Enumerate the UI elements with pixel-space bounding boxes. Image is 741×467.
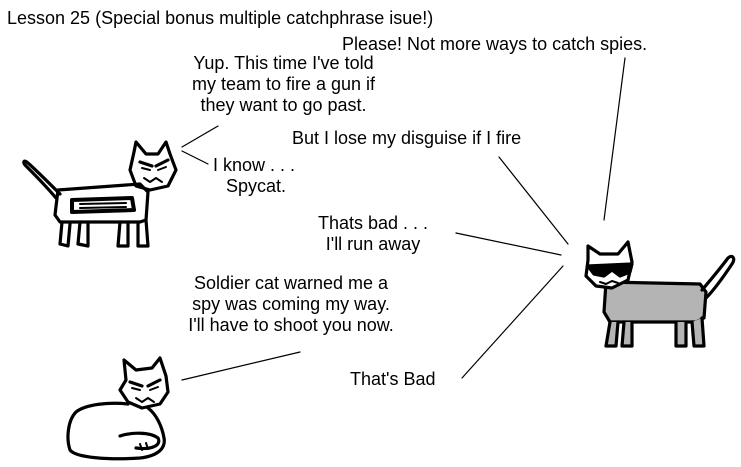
speech-line: I'll run away — [325, 234, 421, 254]
speech-please-not-more: Please! Not more ways to catch spies. — [342, 34, 648, 54]
speech-line: I know . . . — [213, 155, 296, 175]
speech-line: Yup. This time I've told — [193, 53, 374, 73]
speech-i-know: I know . . . Spycat. — [213, 155, 323, 197]
speech-line: my team to fire a gun if — [191, 74, 376, 94]
lesson-number: Lesson 25 — [7, 8, 91, 28]
speech-line: I'll have to shoot you now. — [188, 315, 394, 335]
speech-line: Soldier cat warned me a — [193, 273, 389, 293]
pointer-i-know — [181, 150, 209, 165]
speech-soldier-warned: Soldier cat warned me a spy was coming m… — [165, 273, 417, 336]
pointer-thats-bad — [461, 265, 564, 379]
speech-line: spy was coming my way. — [192, 294, 390, 314]
speech-thats-bad-run: Thats bad . . . I'll run away — [298, 213, 448, 255]
speech-line: Spycat. — [226, 176, 287, 196]
speech-line: they want to go past. — [200, 95, 367, 115]
pointer-soldier-warned — [181, 351, 301, 381]
pointer-yup — [181, 125, 219, 148]
lesson-subtitle: (Special bonus multiple catchphrase isue… — [95, 8, 434, 28]
speech-thats-bad: That's Bad — [350, 369, 436, 389]
lesson-title: Lesson 25 (Special bonus multiple catchp… — [7, 8, 433, 29]
speech-but-i-lose: But I lose my disguise if I fire — [292, 128, 522, 148]
speech-line: Thats bad . . . — [317, 213, 429, 233]
pointer-thats-bad-run — [455, 232, 562, 256]
pointer-please — [603, 57, 626, 221]
pointer-but-i-lose — [498, 156, 569, 245]
speech-yup: Yup. This time I've told my team to fire… — [166, 53, 401, 116]
